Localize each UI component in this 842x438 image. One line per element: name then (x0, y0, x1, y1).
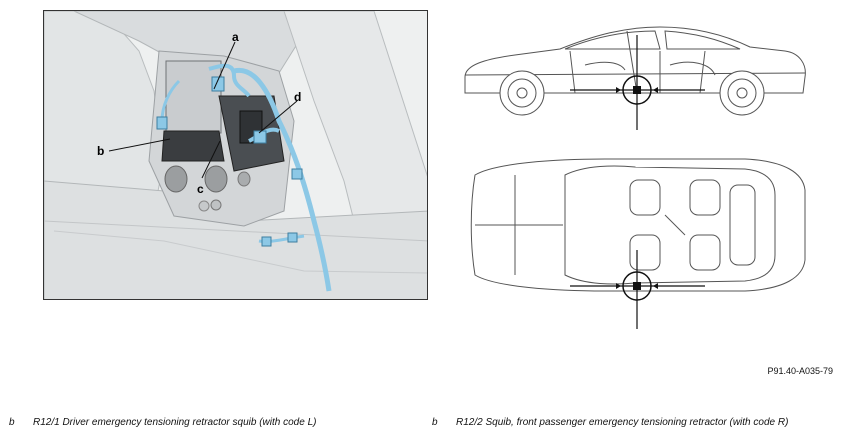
callout-b: b (97, 144, 105, 158)
callout-c: c (197, 182, 204, 196)
figure-reference-code: P91.40-A035-79 (767, 366, 833, 376)
installation-illustration: a b c d (43, 10, 428, 300)
side-view-car (464, 26, 806, 116)
vehicle-drawings (464, 26, 806, 329)
callout-a: a (232, 30, 239, 44)
top-view-car (470, 158, 806, 292)
target-marker-icon (570, 250, 705, 329)
target-marker-icon (570, 35, 705, 130)
legend-item: b R12/1 Driver emergency tensioning retra… (9, 417, 316, 428)
legend-letter: b (432, 417, 438, 428)
legend-item: b R12/2 Squib, front passenger emergency … (432, 417, 788, 428)
vehicle-location-views (455, 15, 815, 335)
installation-drawing (44, 11, 427, 299)
legend-letter: b (9, 417, 15, 428)
legend-text: R12/1 Driver emergency tensioning retrac… (33, 417, 317, 428)
callout-d: d (294, 90, 302, 104)
legend-text: R12/2 Squib, front passenger emergency t… (456, 417, 789, 428)
